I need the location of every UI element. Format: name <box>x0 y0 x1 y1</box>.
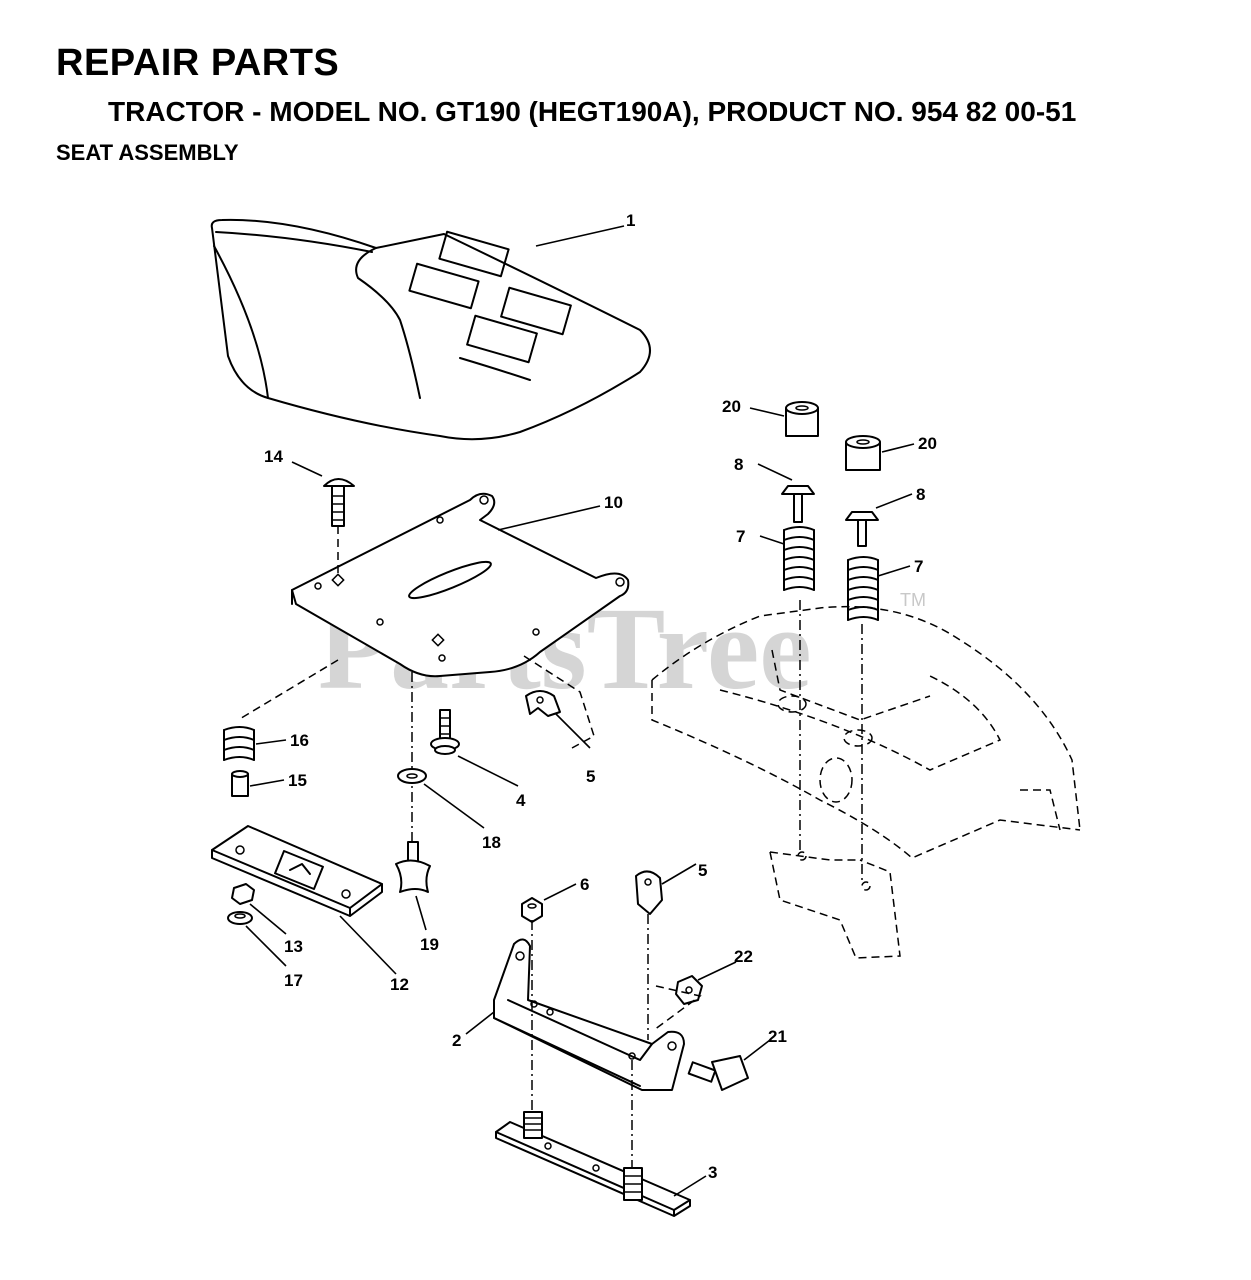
callout-15: 15 <box>288 771 307 790</box>
callout-1: 1 <box>626 211 635 230</box>
part-bolt-8a[interactable] <box>781 485 815 523</box>
callout-7b: 7 <box>914 557 923 576</box>
part-nut-6[interactable] <box>521 897 543 923</box>
part-knob-19[interactable] <box>395 841 431 893</box>
watermark-tm: TM <box>900 590 926 610</box>
callout-4: 4 <box>516 791 526 810</box>
part-spring-7b[interactable] <box>847 556 879 621</box>
part-bracket-2[interactable] <box>493 938 685 1091</box>
callout-8a: 8 <box>734 455 743 474</box>
part-carriage-bolt-14[interactable] <box>323 478 355 527</box>
callout-20b: 20 <box>918 434 937 453</box>
part-bolt-8b[interactable] <box>845 511 879 547</box>
callout-10: 10 <box>604 493 623 512</box>
callout-7a: 7 <box>736 527 745 546</box>
part-clip-5a[interactable] <box>525 690 561 717</box>
part-spacer-20b[interactable] <box>845 435 881 471</box>
section-title: SEAT ASSEMBLY <box>56 140 239 165</box>
page-title: REPAIR PARTS <box>56 42 340 84</box>
part-bolt-4[interactable] <box>430 709 460 755</box>
part-nut-13[interactable] <box>231 883 255 905</box>
part-washer-18[interactable] <box>397 768 427 784</box>
callout-8b: 8 <box>916 485 925 504</box>
callout-16: 16 <box>290 731 309 750</box>
part-slide-plate-12[interactable] <box>211 825 383 917</box>
part-seat-pan[interactable] <box>291 492 630 678</box>
part-base-plate-3[interactable] <box>495 1111 691 1217</box>
callout-22: 22 <box>734 947 753 966</box>
part-spring-16[interactable] <box>223 726 255 761</box>
callout-20a: 20 <box>722 397 741 416</box>
callout-14: 14 <box>264 447 283 466</box>
callout-3: 3 <box>708 1163 717 1182</box>
callout-18: 18 <box>482 833 501 852</box>
fender-frame-reference <box>651 600 1081 959</box>
part-bushing-15[interactable] <box>231 770 249 797</box>
callout-21: 21 <box>768 1027 787 1046</box>
callout-5a: 5 <box>586 767 595 786</box>
part-clip-5b[interactable] <box>635 870 663 915</box>
part-spacer-20a[interactable] <box>785 401 819 437</box>
callout-12: 12 <box>390 975 409 994</box>
part-nut-17[interactable] <box>227 911 253 925</box>
callout-5b: 5 <box>698 861 707 880</box>
callout-17: 17 <box>284 971 303 990</box>
part-spring-7a[interactable] <box>783 526 815 591</box>
callout-2: 2 <box>452 1031 461 1050</box>
callout-19: 19 <box>420 935 439 954</box>
part-bolt-21[interactable] <box>687 1055 749 1091</box>
part-seat[interactable] <box>210 218 651 441</box>
page-subtitle: TRACTOR - MODEL NO. GT190 (HEGT190A), PR… <box>108 96 1077 127</box>
callout-6: 6 <box>580 875 589 894</box>
callout-13: 13 <box>284 937 303 956</box>
